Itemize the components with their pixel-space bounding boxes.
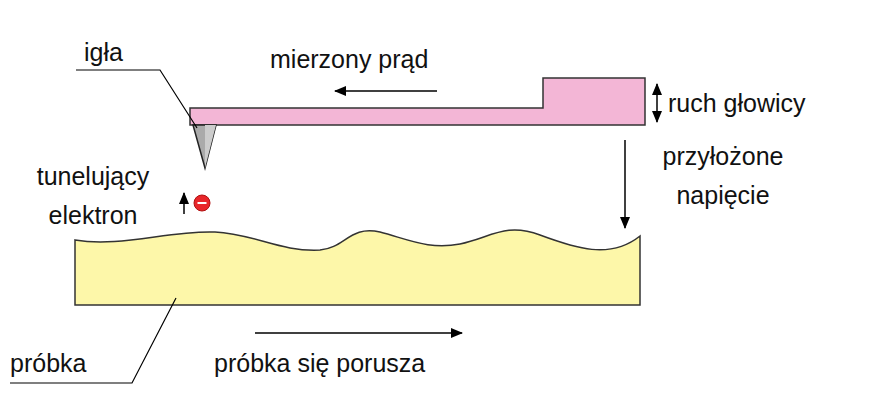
head-motion-arrow	[656, 84, 658, 122]
needle-tip	[193, 125, 216, 168]
electron-sign	[198, 202, 207, 204]
motion-label: ruch głowicy	[668, 84, 863, 123]
leader-line	[76, 70, 197, 128]
part-label: igła	[84, 33, 174, 72]
needle-shade	[205, 125, 216, 168]
voltage-label: przyłożone napięcie	[628, 137, 818, 215]
electron	[194, 195, 210, 211]
voltage-arrow	[624, 140, 626, 228]
electron-label: tunelujący elektron	[8, 157, 178, 235]
sample-body	[75, 230, 640, 305]
leader-line	[10, 298, 176, 383]
current-arrow	[335, 90, 437, 92]
current-label: mierzony prąd	[270, 40, 510, 79]
part-label: próbka	[10, 344, 130, 383]
electron-arrow	[183, 193, 185, 214]
cantilever	[190, 78, 645, 125]
motion-label: próbka się porusza	[214, 344, 514, 383]
sample-motion-arrow	[255, 332, 462, 334]
